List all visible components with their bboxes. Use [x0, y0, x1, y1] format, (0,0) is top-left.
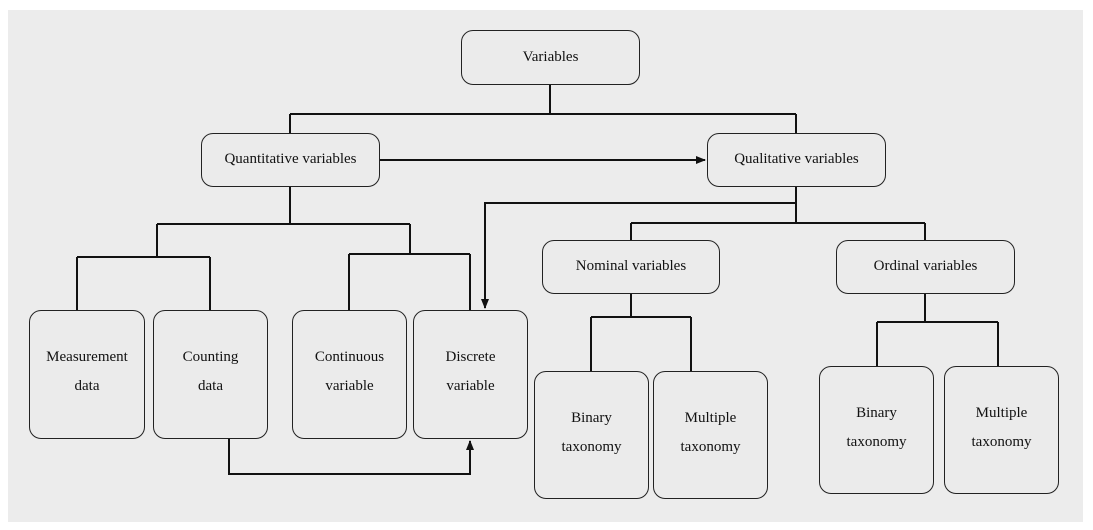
node-nominal-label: Nominal variables [575, 258, 687, 275]
edge-counting-to-discrete-arrow [228, 439, 474, 475]
node-nominal-binary-taxonomy: Binary taxonomy [534, 371, 649, 499]
node-counting-line1: Counting [182, 349, 239, 365]
node-ordinal-multiple-taxonomy: Multiple taxonomy [944, 366, 1059, 494]
node-variables-label: Variables [522, 48, 579, 65]
node-ordinal-binary-line1: Binary [856, 405, 897, 421]
node-discrete-line1: Discrete [445, 349, 496, 365]
node-nominal-binary-line2: taxonomy [561, 439, 622, 456]
node-quantitative-label: Quantitative variables [224, 151, 357, 168]
node-nominal-multiple-taxonomy: Multiple taxonomy [653, 371, 768, 499]
node-nominal-variables: Nominal variables [542, 240, 720, 294]
node-quantitative-variables: Quantitative variables [201, 133, 380, 187]
node-continuous-variable: Continuous variable [292, 310, 407, 439]
node-discrete-variable: Discrete variable [413, 310, 528, 439]
node-ordinal-variables: Ordinal variables [836, 240, 1015, 294]
node-measurement-line2: data [74, 378, 100, 395]
node-ordinal-label: Ordinal variables [873, 258, 978, 275]
node-nominal-binary-line1: Binary [571, 410, 612, 426]
node-ordinal-binary-taxonomy: Binary taxonomy [819, 366, 934, 494]
node-measurement-data: Measurement data [29, 310, 145, 439]
node-ordinal-multiple-line2: taxonomy [971, 434, 1032, 451]
node-nominal-multiple-line1: Multiple [684, 410, 737, 426]
node-nominal-multiple-line2: taxonomy [680, 439, 741, 456]
node-ordinal-binary-line2: taxonomy [846, 434, 907, 451]
node-qualitative-variables: Qualitative variables [707, 133, 886, 187]
node-variables: Variables [461, 30, 640, 85]
node-counting-line2: data [198, 378, 223, 395]
node-measurement-line1: Measurement [46, 349, 128, 365]
node-discrete-line2: variable [446, 378, 495, 395]
node-continuous-line2: variable [325, 378, 374, 395]
edge-qualitative-to-discrete-arrow [481, 202, 796, 309]
node-continuous-line1: Continuous [314, 349, 385, 365]
node-counting-data: Counting data [153, 310, 268, 439]
node-ordinal-multiple-line1: Multiple [975, 405, 1028, 421]
node-qualitative-label: Qualitative variables [734, 151, 859, 168]
